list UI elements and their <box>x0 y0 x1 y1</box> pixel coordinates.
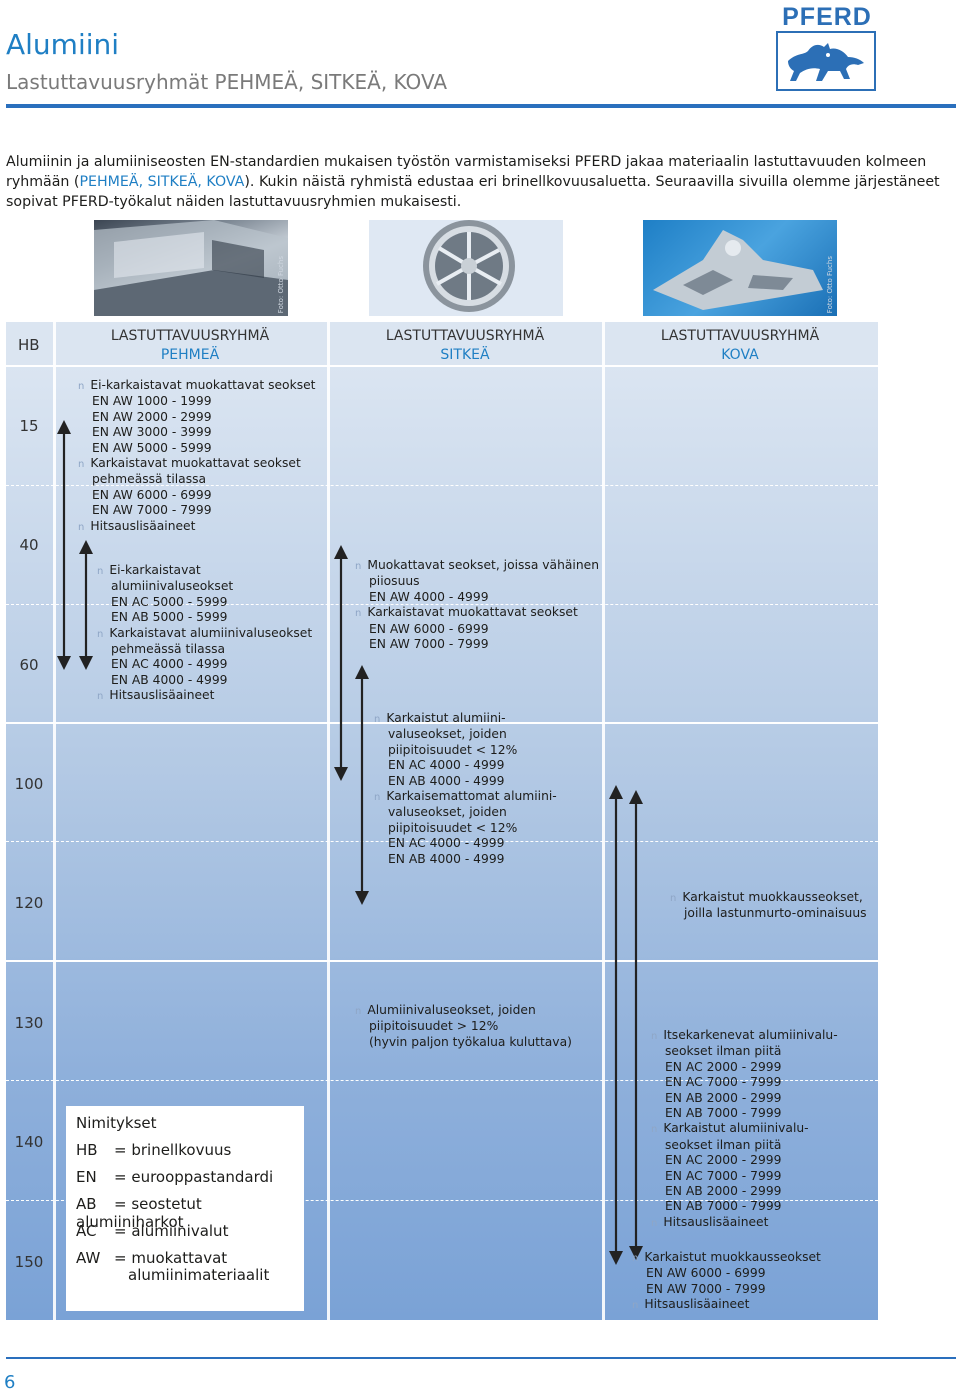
aluminium-profile-photo: Foto: Otto Fuchs <box>94 220 288 316</box>
photo-credit: Foto: Otto Fuchs <box>277 255 285 313</box>
range-arrow-icon <box>629 790 643 1260</box>
page-subtitle: Lastuttavuusryhmät PEHMEÄ, SITKEÄ, KOVA <box>6 70 448 94</box>
cast-part-photo: Foto: Otto Fuchs <box>643 220 837 316</box>
legend-item: AW= muokattavat <box>76 1249 228 1267</box>
intro-paragraph: Alumiinin ja alumiiniseosten EN-standard… <box>6 154 940 210</box>
hb-value: 40 <box>19 536 39 554</box>
legend-item: AB= seostetut alumiiniharkot <box>76 1195 202 1231</box>
horse-logo-icon <box>776 31 876 91</box>
hb-value: 100 <box>14 775 44 793</box>
hb-value: 130 <box>14 1014 44 1032</box>
hb-column-header: HB <box>18 336 40 354</box>
page-title: Alumiini <box>6 28 120 61</box>
hb-value: 60 <box>19 656 39 674</box>
legend-item: EN= eurooppastandardi <box>76 1168 274 1186</box>
brand-logo-text: PFERD <box>782 3 872 31</box>
range-arrow-icon <box>334 545 348 781</box>
range-arrow-icon <box>609 785 623 1265</box>
legend-item-continued: alumiinimateriaalit <box>128 1266 270 1284</box>
legend-item: HB= brinellkovuus <box>76 1141 232 1159</box>
footer-rule <box>6 1357 956 1359</box>
hb-value: 140 <box>14 1133 44 1151</box>
intro-groups: PEHMEÄ, SITKEÄ, KOVA <box>79 174 245 190</box>
hb-value: 150 <box>14 1253 44 1271</box>
hb-value: 15 <box>19 417 39 435</box>
legend-item: AC= alumiinivalut <box>76 1222 229 1240</box>
hb-value: 120 <box>14 894 44 912</box>
legend-box: Nimitykset HB= brinellkovuus EN= euroopp… <box>66 1106 304 1311</box>
photo-credit: Foto: Otto Fuchs <box>826 255 834 313</box>
page-number: 6 <box>4 1372 16 1393</box>
header-rule <box>6 104 956 108</box>
range-arrow-icon <box>355 665 369 905</box>
range-arrow-icon <box>57 420 71 670</box>
legend-title: Nimitykset <box>76 1114 157 1132</box>
range-arrow-icon <box>79 540 93 670</box>
wheel-rim-photo <box>369 220 563 316</box>
table-header-row <box>6 322 878 366</box>
